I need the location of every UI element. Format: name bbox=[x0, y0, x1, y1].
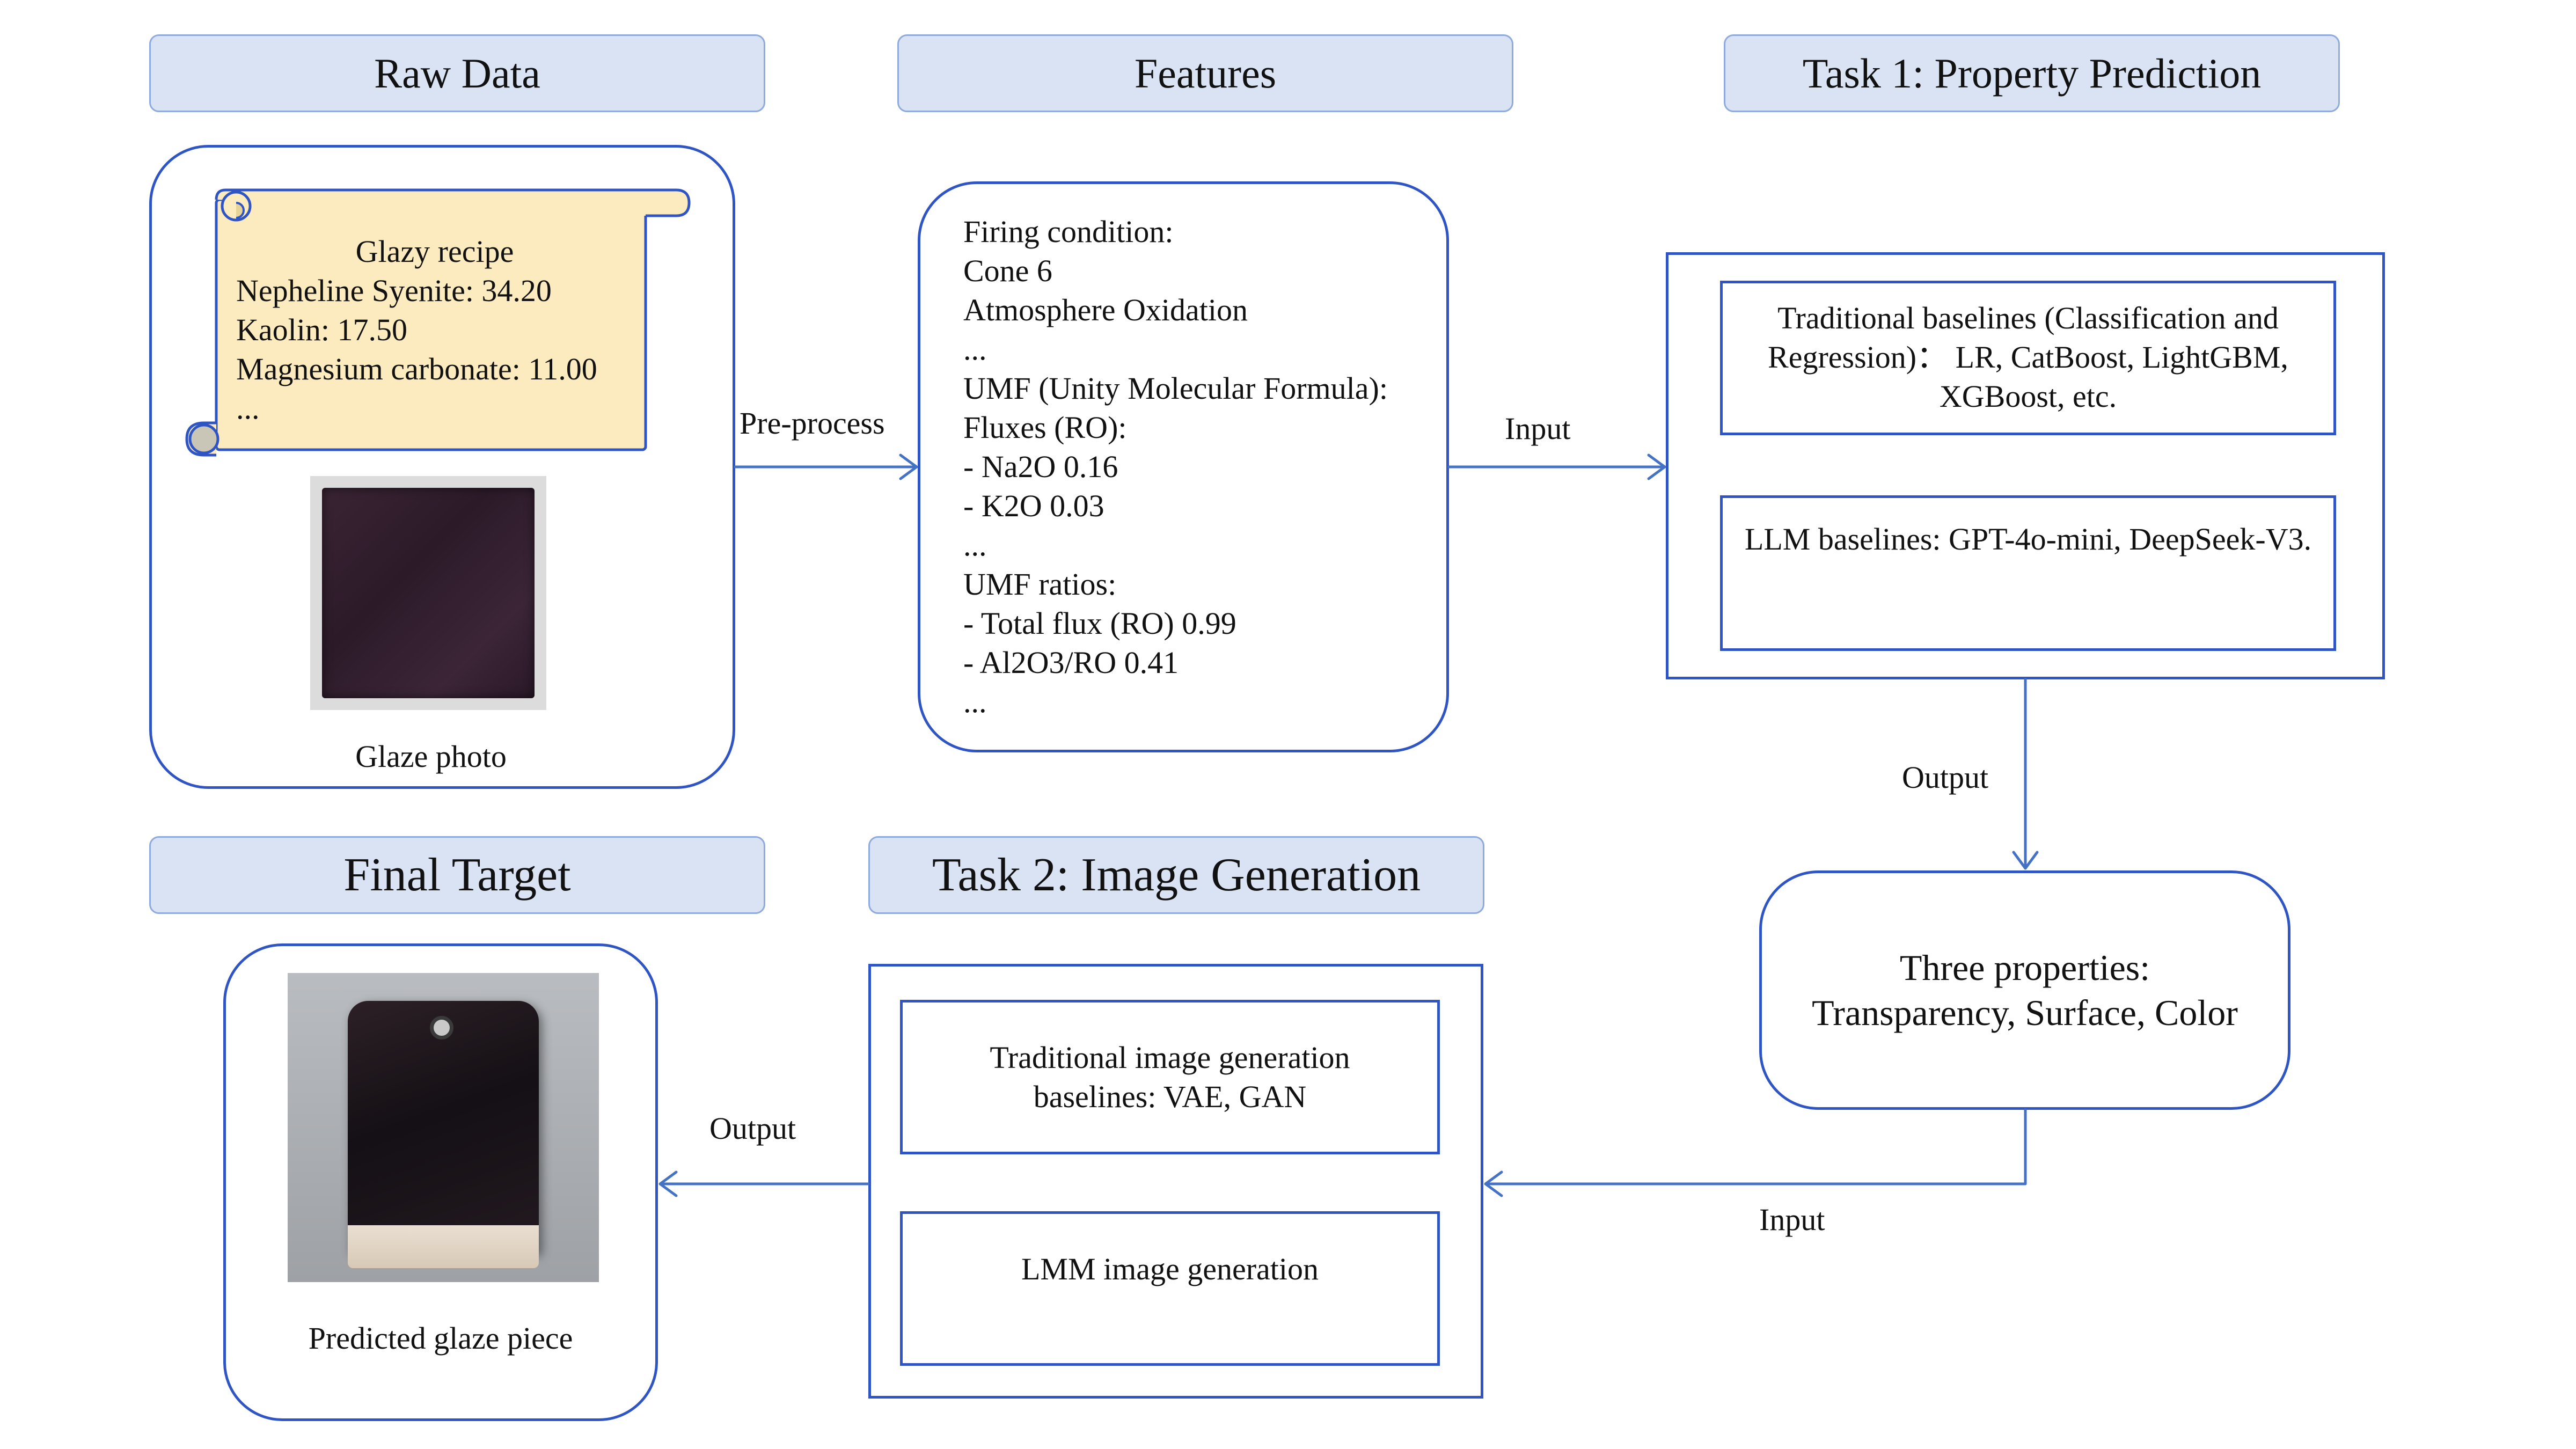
predicted-glaze-photo bbox=[288, 973, 599, 1282]
llm-baselines-text: LLM baselines: GPT-4o-mini, DeepSeek-V3. bbox=[1744, 522, 2312, 557]
feature-line: ... bbox=[963, 332, 987, 367]
features-box: Firing condition: Cone 6 Atmosphere Oxid… bbox=[918, 181, 1449, 752]
header-features-label: Features bbox=[1134, 49, 1277, 97]
feature-line: Firing condition: bbox=[963, 214, 1174, 249]
recipe-line: ... bbox=[236, 391, 260, 426]
properties-title: Three properties: bbox=[1899, 947, 2150, 988]
feature-line: UMF (Unity Molecular Formula): bbox=[963, 371, 1388, 406]
predicted-glaze-caption: Predicted glaze piece bbox=[308, 1321, 573, 1356]
arrow-input2 bbox=[1485, 1108, 2027, 1185]
final-target-box: Predicted glaze piece bbox=[223, 943, 658, 1421]
traditional-baselines-box: Traditional baselines (Classification an… bbox=[1720, 281, 2336, 435]
header-final-target-label: Final Target bbox=[343, 849, 571, 901]
feature-line: UMF ratios: bbox=[963, 567, 1117, 602]
glaze-photo-caption: Glaze photo bbox=[355, 739, 507, 774]
feature-line: - Al2O3/RO 0.41 bbox=[963, 645, 1179, 680]
glaze-tile-foot bbox=[348, 1225, 539, 1268]
header-task2: Task 2: Image Generation bbox=[868, 836, 1484, 914]
traditional-image-gen-box: Traditional image generation baselines: … bbox=[900, 1000, 1440, 1154]
glaze-sample-image bbox=[322, 488, 535, 698]
task2-box: Traditional image generation baselines: … bbox=[868, 964, 1483, 1399]
properties-list: Transparency, Surface, Color bbox=[1812, 992, 2238, 1033]
recipe-title: Glazy recipe bbox=[355, 234, 514, 269]
label-output2: Output bbox=[709, 1111, 796, 1146]
feature-line: Atmosphere Oxidation bbox=[963, 292, 1248, 327]
feature-line: ... bbox=[963, 528, 987, 562]
label-preprocess: Pre-process bbox=[740, 406, 885, 441]
task1-box: Traditional baselines (Classification an… bbox=[1666, 252, 2385, 679]
label-input2: Input bbox=[1759, 1202, 1825, 1237]
glaze-tile-image bbox=[348, 1001, 539, 1253]
header-final-target: Final Target bbox=[149, 836, 765, 914]
recipe-line: Kaolin: 17.50 bbox=[236, 312, 407, 347]
lmm-image-gen-box: LMM image generation bbox=[900, 1211, 1440, 1366]
header-raw-data-label: Raw Data bbox=[374, 49, 540, 97]
header-task1: Task 1: Property Prediction bbox=[1724, 34, 2340, 112]
header-task1-label: Task 1: Property Prediction bbox=[1802, 49, 2262, 97]
header-task2-label: Task 2: Image Generation bbox=[932, 849, 1421, 901]
glaze-tile-hole bbox=[430, 1016, 453, 1040]
features-list: Firing condition: Cone 6 Atmosphere Oxid… bbox=[963, 212, 1436, 721]
properties-box: Three properties: Transparency, Surface,… bbox=[1759, 870, 2290, 1110]
recipe-scroll-icon bbox=[185, 188, 691, 457]
llm-baselines-box: LLM baselines: GPT-4o-mini, DeepSeek-V3. bbox=[1720, 495, 2336, 651]
glaze-photo bbox=[310, 476, 546, 710]
lmm-image-gen-text: LMM image generation bbox=[1021, 1252, 1319, 1286]
recipe-text: Glazy recipe Nepheline Syenite: 34.20 Ka… bbox=[236, 232, 649, 428]
feature-line: - K2O 0.03 bbox=[963, 488, 1104, 523]
recipe-line: Magnesium carbonate: 11.00 bbox=[236, 352, 597, 386]
feature-line: Cone 6 bbox=[963, 253, 1052, 288]
label-input1: Input bbox=[1505, 411, 1571, 446]
feature-line: - Total flux (RO) 0.99 bbox=[963, 606, 1236, 641]
traditional-baselines-text: Traditional baselines (Classification an… bbox=[1768, 301, 2288, 414]
feature-line: - Na2O 0.16 bbox=[963, 449, 1118, 484]
label-output1: Output bbox=[1902, 760, 1989, 795]
header-raw-data: Raw Data bbox=[149, 34, 765, 112]
traditional-image-gen-text: Traditional image generation baselines: … bbox=[990, 1040, 1350, 1114]
header-features: Features bbox=[897, 34, 1513, 112]
recipe-line: Nepheline Syenite: 34.20 bbox=[236, 273, 552, 308]
feature-line: Fluxes (RO): bbox=[963, 410, 1127, 445]
feature-line: ... bbox=[963, 684, 987, 719]
